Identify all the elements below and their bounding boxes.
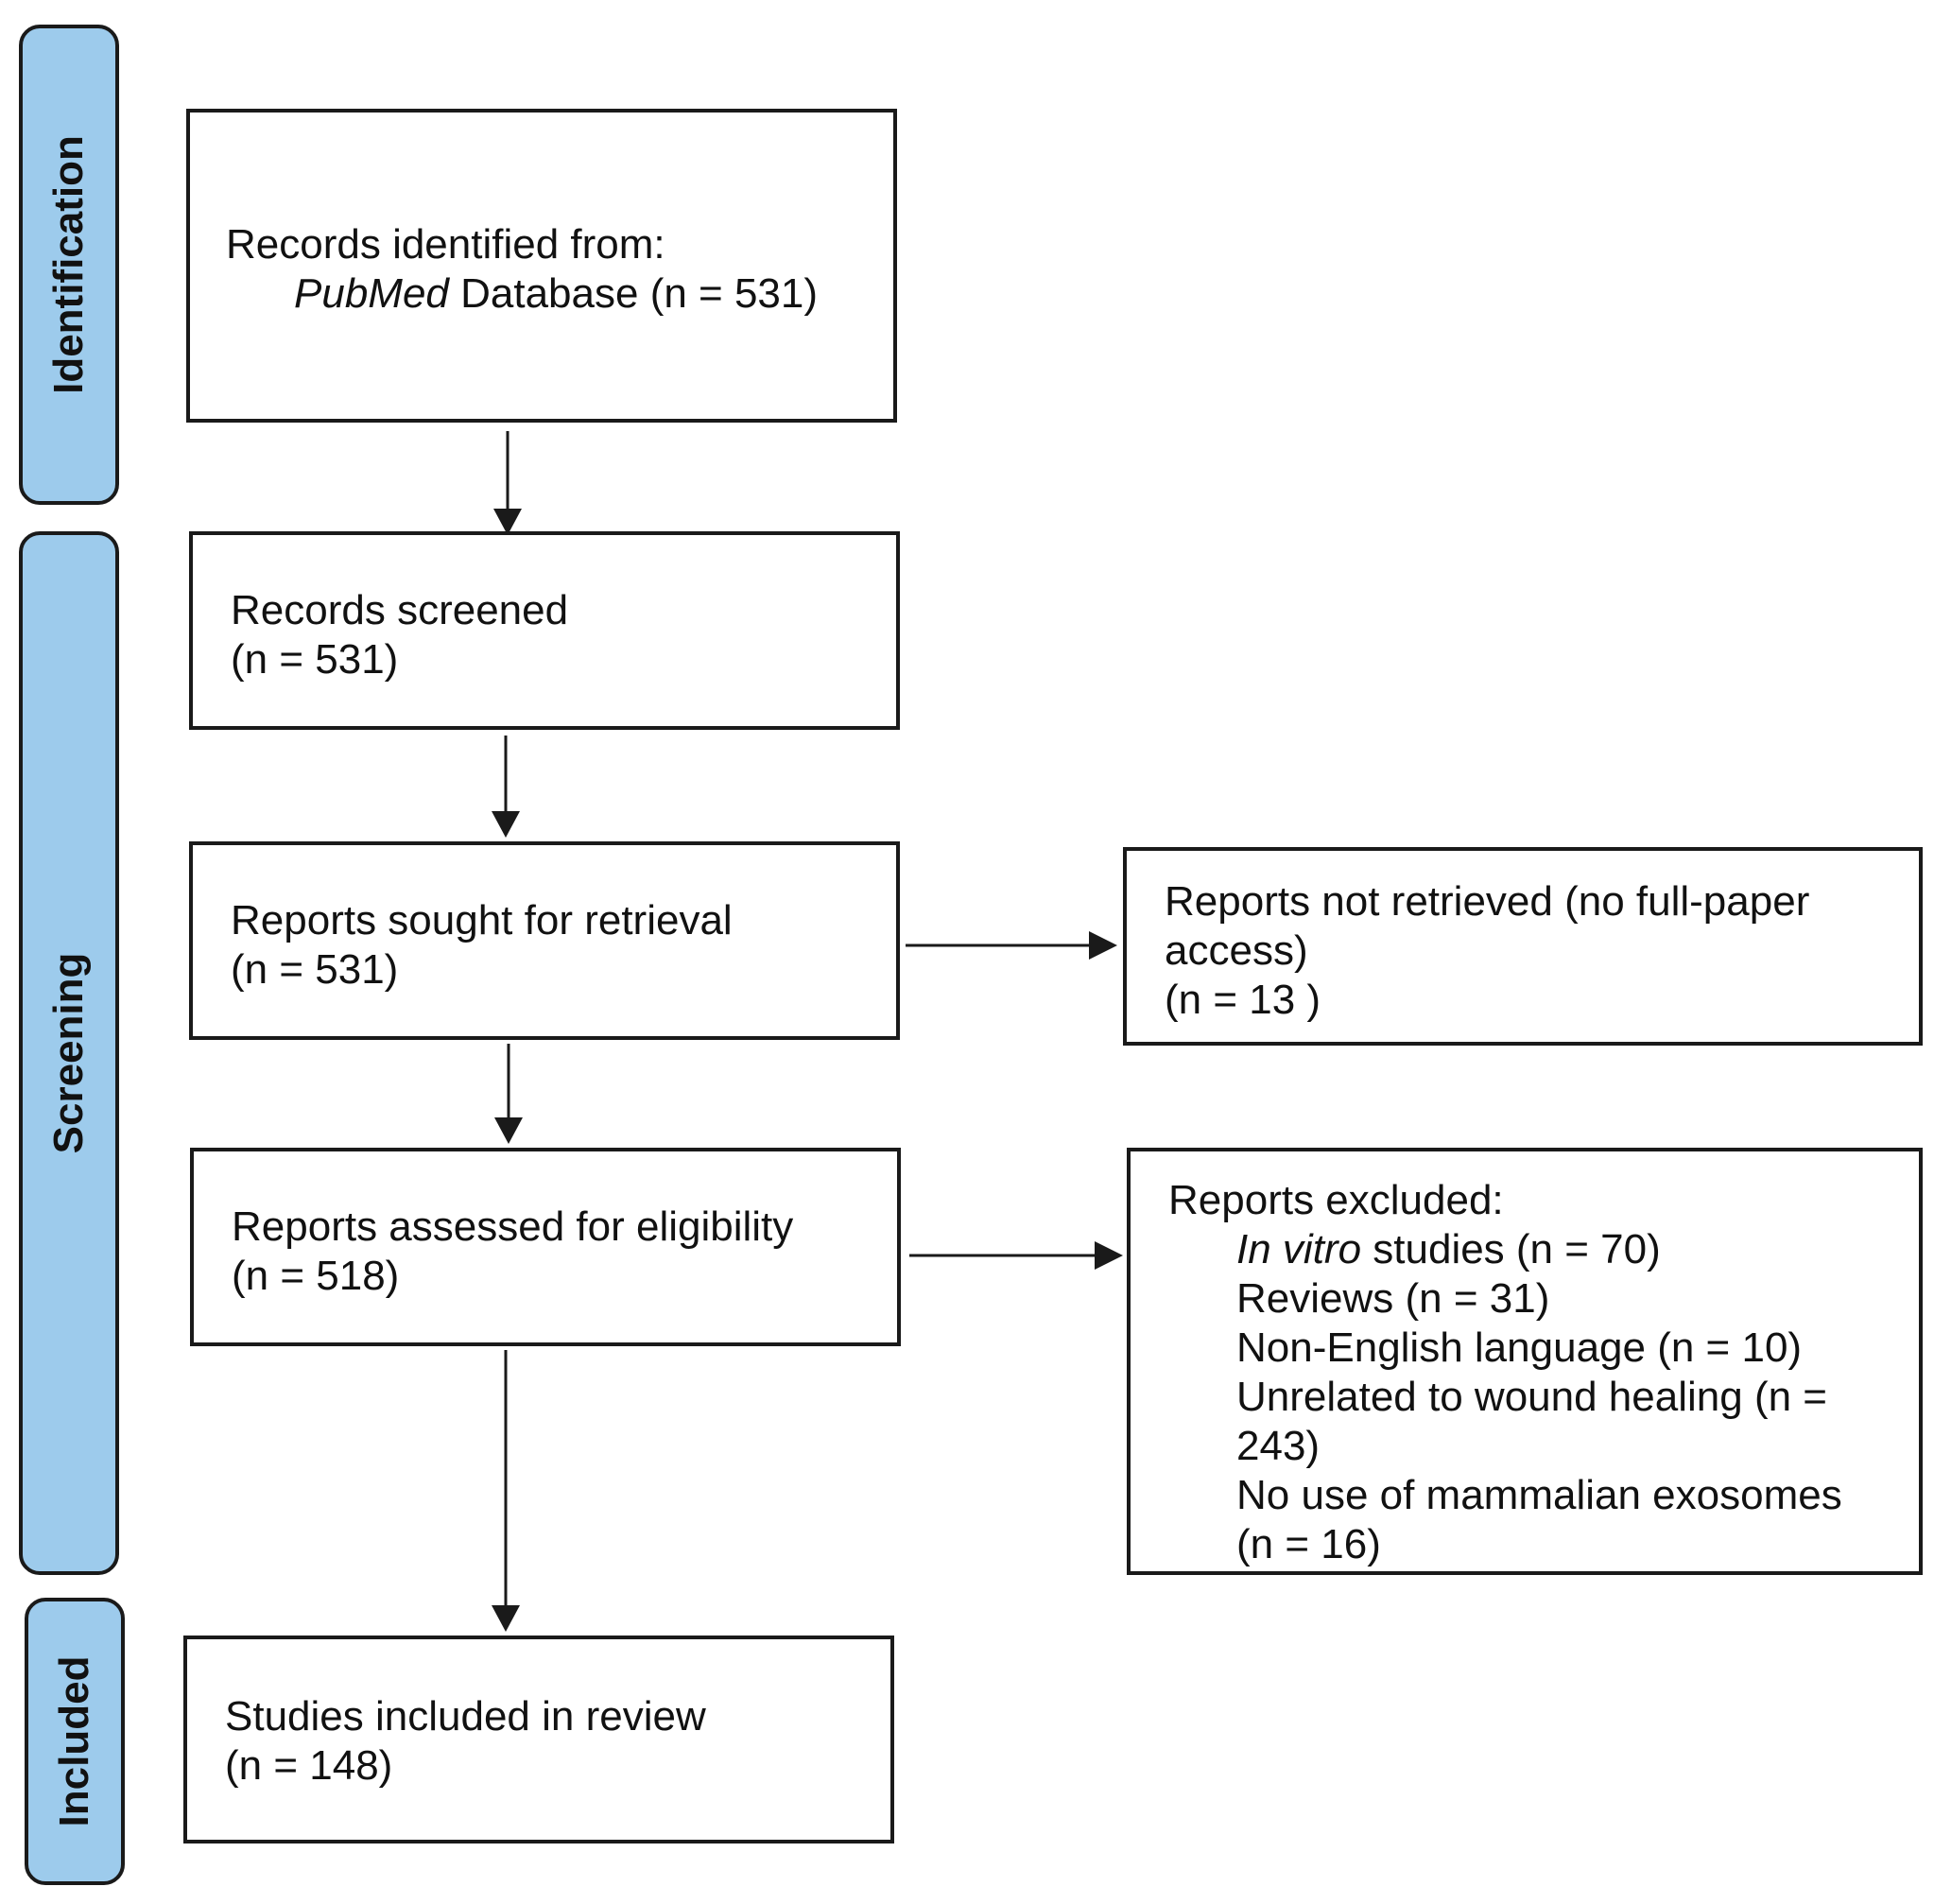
box-studies-included: Studies included in review (n = 148) [183, 1636, 894, 1843]
box-records-screened: Records screened (n = 531) [189, 531, 900, 730]
identified-source-rest: Database (n = 531) [448, 270, 819, 317]
stage-screening: Screening [19, 531, 119, 1575]
sought-count: (n = 531) [231, 946, 399, 993]
not-retrieved-line1: Reports not retrieved (no full-paper [1165, 878, 1810, 925]
arrowhead-assessed [494, 1117, 523, 1144]
excluded-unrelated-1: Unrelated to wound healing (n = [1236, 1374, 1827, 1420]
stage-included: Included [25, 1598, 125, 1885]
excluded-in-vitro-rest: studies (n = 70) [1361, 1226, 1661, 1272]
stage-identification-label: Identification [45, 135, 92, 394]
box-reports-not-retrieved: Reports not retrieved (no full-paper acc… [1123, 847, 1923, 1046]
box-records-identified: Records identified from: PubMed Database… [186, 109, 897, 423]
excluded-non-english: Non-English language (n = 10) [1236, 1324, 1803, 1371]
arrowhead-excluded [1095, 1241, 1123, 1270]
arrowhead-sought [492, 811, 520, 838]
excluded-no-mammalian-2: (n = 16) [1236, 1521, 1381, 1567]
stage-identification: Identification [19, 25, 119, 505]
excluded-in-vitro-italic: In vitro [1236, 1226, 1362, 1272]
identified-heading: Records identified from: [226, 221, 665, 268]
assessed-label: Reports assessed for eligibility [232, 1203, 794, 1250]
identified-source-italic: PubMed [294, 270, 449, 317]
not-retrieved-line2: access) [1165, 927, 1308, 974]
box-reports-assessed: Reports assessed for eligibility (n = 51… [190, 1148, 901, 1346]
box-reports-excluded: Reports excluded: In vitro studies (n = … [1127, 1148, 1923, 1575]
included-label: Studies included in review [225, 1693, 706, 1740]
stage-screening-label: Screening [45, 952, 92, 1154]
screened-count: (n = 531) [231, 636, 399, 683]
excluded-unrelated-2: 243) [1236, 1423, 1321, 1469]
excluded-in-vitro: In vitro studies (n = 70) [1168, 1225, 1919, 1274]
sought-label: Reports sought for retrieval [231, 897, 733, 943]
box-reports-sought: Reports sought for retrieval (n = 531) [189, 841, 900, 1040]
not-retrieved-count: (n = 13 ) [1165, 977, 1321, 1023]
arrowhead-not-retrieved [1089, 931, 1117, 960]
identified-source: PubMed Database (n = 531) [226, 269, 893, 319]
excluded-title: Reports excluded: [1168, 1177, 1504, 1223]
excluded-reviews: Reviews (n = 31) [1236, 1275, 1550, 1322]
included-count: (n = 148) [225, 1742, 393, 1789]
screened-label: Records screened [231, 587, 569, 633]
assessed-count: (n = 518) [232, 1253, 400, 1299]
stage-included-label: Included [51, 1655, 97, 1827]
arrowhead-included [492, 1605, 520, 1632]
excluded-no-mammalian-1: No use of mammalian exosomes [1236, 1472, 1842, 1518]
